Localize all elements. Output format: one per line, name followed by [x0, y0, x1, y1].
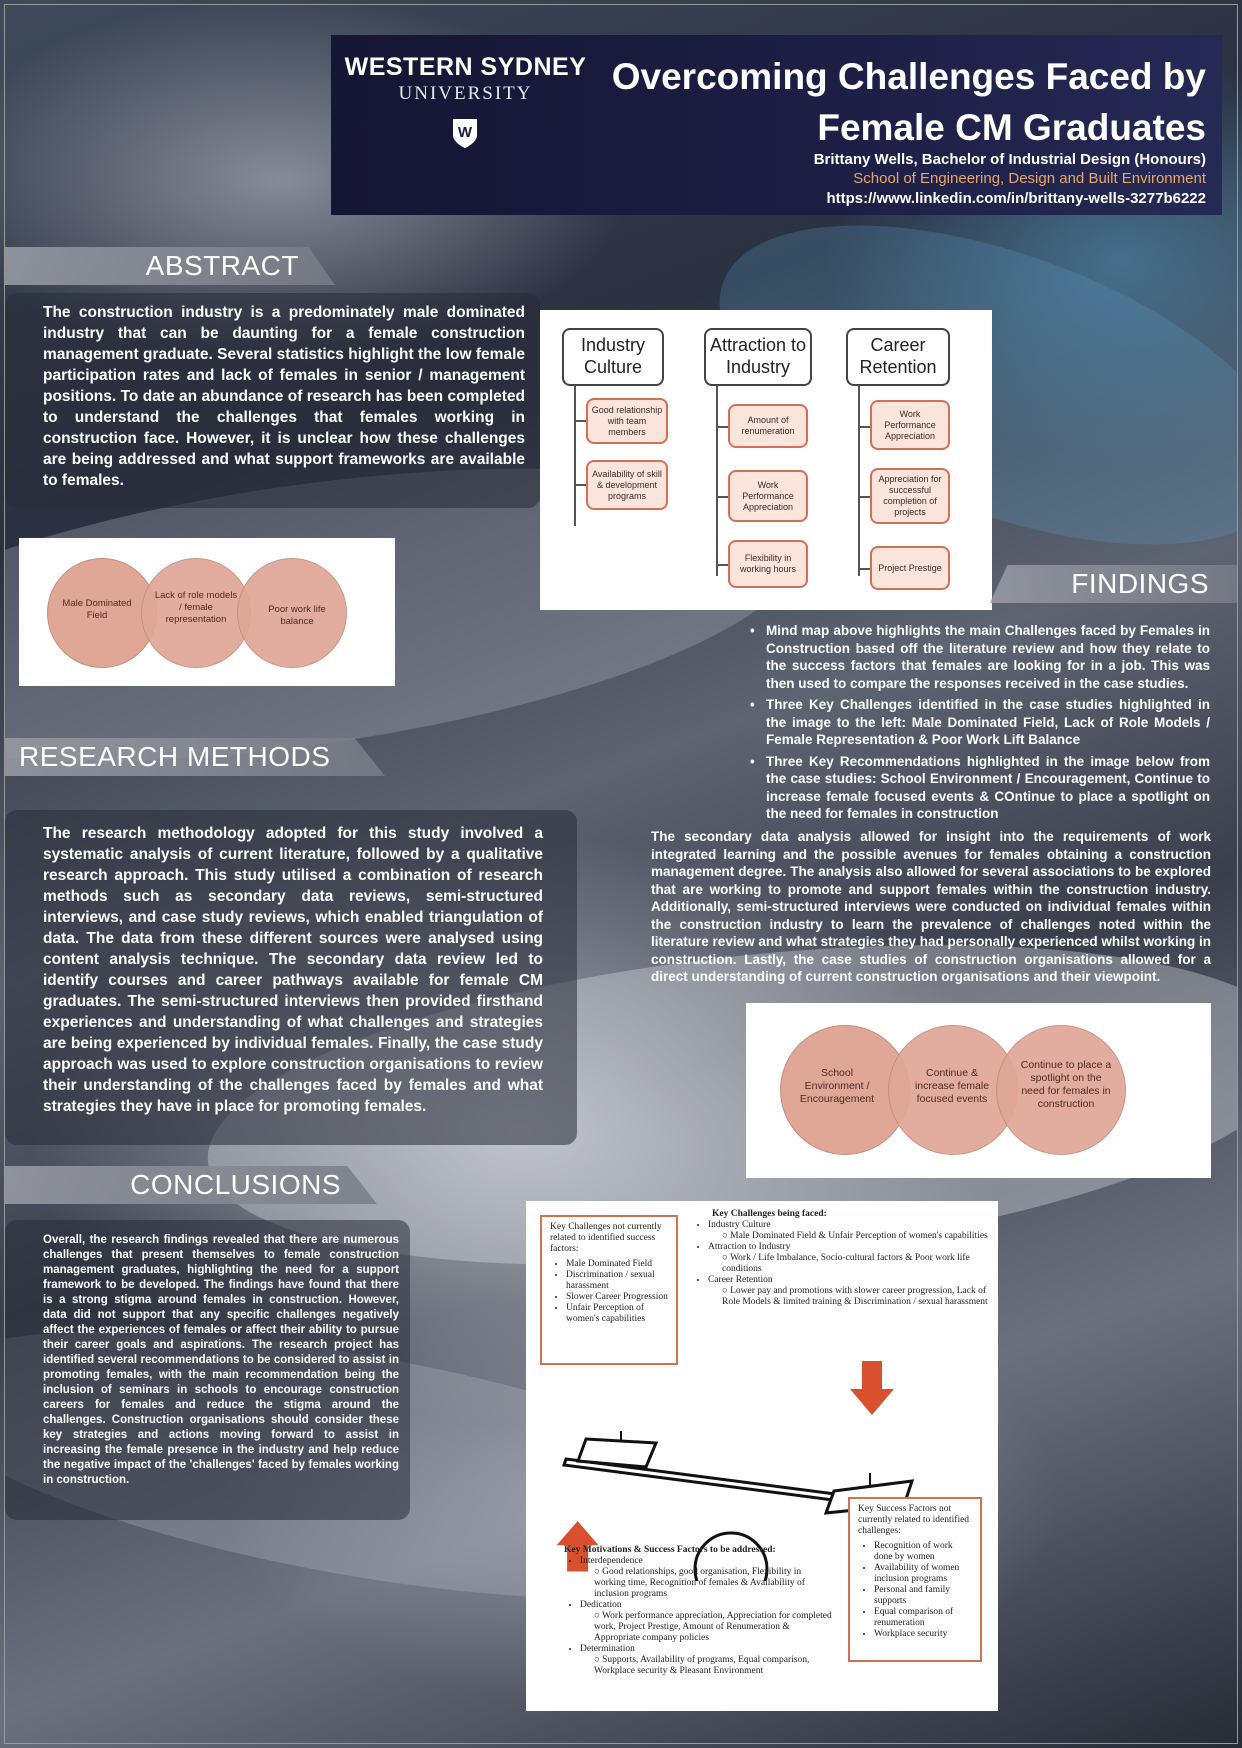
conclusions-text: Overall, the research findings revealed …: [43, 1234, 399, 1486]
challenges-being-faced-title: Key Challenges being faced:: [712, 1209, 827, 1219]
title-line-2: Female CM Graduates: [817, 107, 1206, 148]
linkedin-link[interactable]: https://www.linkedin.com/in/brittany-wel…: [826, 190, 1206, 207]
mind-map-connector: [858, 426, 870, 428]
success-factors-not-related-box: Key Success Factors not currently relate…: [848, 1497, 982, 1662]
findings-bullet: •Three Key Recommendations highlighted i…: [750, 753, 1210, 822]
venn-circle-1: [47, 558, 157, 668]
list-item: Attraction to Industry○ Work / Life Imba…: [708, 1242, 988, 1275]
challenges-not-related-box: Key Challenges not currently related to …: [540, 1215, 678, 1365]
venn-circle-3: [237, 558, 347, 668]
list-item: Workplace security: [874, 1629, 972, 1640]
challenges-being-faced-list: Industry Culture○ Male Dominated Field &…: [692, 1220, 988, 1308]
author-line: Brittany Wells, Bachelor of Industrial D…: [813, 151, 1206, 168]
seesaw-fulcrum: [693, 1531, 769, 1581]
list-item: Industry Culture○ Male Dominated Field &…: [708, 1220, 988, 1242]
list-item: Discrimination / sexual harassment: [566, 1270, 668, 1292]
mind-map-connector: [716, 564, 728, 566]
abstract-panel: [5, 293, 540, 508]
mind-map-item: Work Performance Appreciation: [728, 470, 808, 522]
challenges-not-related-title: Key Challenges not currently related to …: [550, 1222, 662, 1254]
motivations-block: Key Motivations & Success Factors to be …: [564, 1545, 834, 1677]
list-item: Career Retention○ Lower pay and promotio…: [708, 1275, 988, 1308]
mind-map-item: Appreciation for successful completion o…: [870, 468, 950, 524]
list-item: Determination○ Supports, Availability of…: [580, 1644, 834, 1677]
abstract-text: The construction industry is a predomina…: [43, 304, 525, 489]
poster-title: Overcoming Challenges Faced by Female CM…: [586, 51, 1206, 153]
findings-heading: FINDINGS: [990, 565, 1237, 603]
venn-circle-3: [996, 1025, 1126, 1155]
mind-map-connector: [574, 420, 586, 422]
findings-bullet-list: •Mind map above highlights the main Chal…: [750, 622, 1210, 827]
mind-map-connector: [574, 484, 586, 486]
list-item: Interdependence○ Good relationships, goo…: [580, 1556, 834, 1600]
university-shield-icon: W: [453, 119, 477, 148]
venn-label-2: Lack of role models / female representat…: [154, 590, 238, 625]
list-item: Dedication○ Work performance appreciatio…: [580, 1600, 834, 1644]
conclusions-panel: [5, 1220, 410, 1520]
venn-label-1: School Environment / Encouragement: [799, 1067, 875, 1105]
poster-header: WESTERN SYDNEY UNIVERSITY W Overcoming C…: [331, 35, 1222, 215]
seesaw-left-pan: [575, 1437, 659, 1469]
success-factors-not-related-title: Key Success Factors not currently relate…: [858, 1504, 970, 1536]
venn-label-3: Continue to place a spotlight on the nee…: [1020, 1059, 1112, 1110]
mind-map-figure: Industry Culture Attraction to Industry …: [540, 310, 992, 610]
motivations-title: Key Motivations & Success Factors to be …: [564, 1545, 776, 1555]
research-methods-text: The research methodology adopted for thi…: [43, 825, 543, 1115]
conclusions-heading: CONCLUSIONS: [5, 1166, 377, 1204]
mind-map-connector: [716, 386, 718, 576]
challenges-venn-figure: Male Dominated Field Lack of role models…: [19, 538, 395, 686]
mind-map-head-2: Attraction to Industry: [704, 328, 812, 386]
list-item: Male Dominated Field: [566, 1259, 668, 1270]
school-line: School of Engineering, Design and Built …: [853, 170, 1206, 187]
list-item: Unfair Perception of women's capabilitie…: [566, 1303, 668, 1325]
findings-bullet: •Three Key Challenges identified in the …: [750, 697, 1210, 747]
mind-map-connector: [716, 496, 728, 498]
mind-map-item: Availability of skill & development prog…: [586, 460, 668, 510]
recommendations-venn-figure: School Environment / Encouragement Conti…: [746, 1003, 1211, 1178]
mind-map-connector: [858, 386, 860, 576]
mind-map-connector: [858, 496, 870, 498]
research-methods-heading: RESEARCH METHODS: [5, 738, 385, 776]
list-item: Personal and family supports: [874, 1585, 972, 1607]
success-factors-not-related-list: Recognition of work done by women Availa…: [858, 1541, 972, 1640]
mind-map-connector: [716, 426, 728, 428]
mind-map-item: Project Prestige: [870, 546, 950, 590]
list-item: Recognition of work done by women: [874, 1541, 972, 1563]
up-arrow-icon: [556, 1521, 599, 1572]
list-item: Slower Career Progression: [566, 1292, 668, 1303]
list-item: Equal comparison of renumeration: [874, 1607, 972, 1629]
venn-label-1: Male Dominated Field: [62, 598, 132, 621]
mind-map-connector: [574, 386, 576, 526]
mind-map-item: Flexibility in working hours: [728, 540, 808, 588]
title-line-1: Overcoming Challenges Faced by: [611, 56, 1206, 97]
mind-map-item: Amount of renumeration: [728, 404, 808, 448]
university-name: WESTERN SYDNEY: [344, 53, 587, 81]
findings-paragraph: The secondary data analysis allowed for …: [651, 829, 1211, 984]
list-item: Availability of women inclusion programs: [874, 1563, 972, 1585]
abstract-heading: ABSTRACT: [5, 247, 335, 285]
findings-bullet: •Mind map above highlights the main Chal…: [750, 623, 1210, 691]
challenges-not-related-list: Male Dominated Field Discrimination / se…: [550, 1259, 668, 1325]
seesaw-figure: Key Challenges not currently related to …: [526, 1201, 998, 1711]
motivations-list: Interdependence○ Good relationships, goo…: [564, 1556, 834, 1677]
down-arrow-icon: [850, 1361, 894, 1415]
venn-label-2: Continue & increase female focused event…: [914, 1067, 990, 1105]
research-methods-panel: [5, 810, 577, 1145]
poster: WESTERN SYDNEY UNIVERSITY W Overcoming C…: [4, 4, 1238, 1744]
university-subtitle: UNIVERSITY: [398, 83, 533, 104]
shield-letter: W: [458, 124, 473, 141]
mind-map-head-1: Industry Culture: [562, 328, 664, 386]
mind-map-item: Work Performance Appreciation: [870, 400, 950, 450]
venn-circle-2: [141, 558, 251, 668]
mind-map-head-3: Career Retention: [846, 328, 950, 386]
venn-label-3: Poor work life balance: [268, 604, 326, 627]
challenges-being-faced-block: Key Challenges being faced: Industry Cul…: [692, 1209, 988, 1308]
mind-map-connector: [858, 568, 870, 570]
mind-map-item: Good relationship with team members: [586, 398, 668, 444]
